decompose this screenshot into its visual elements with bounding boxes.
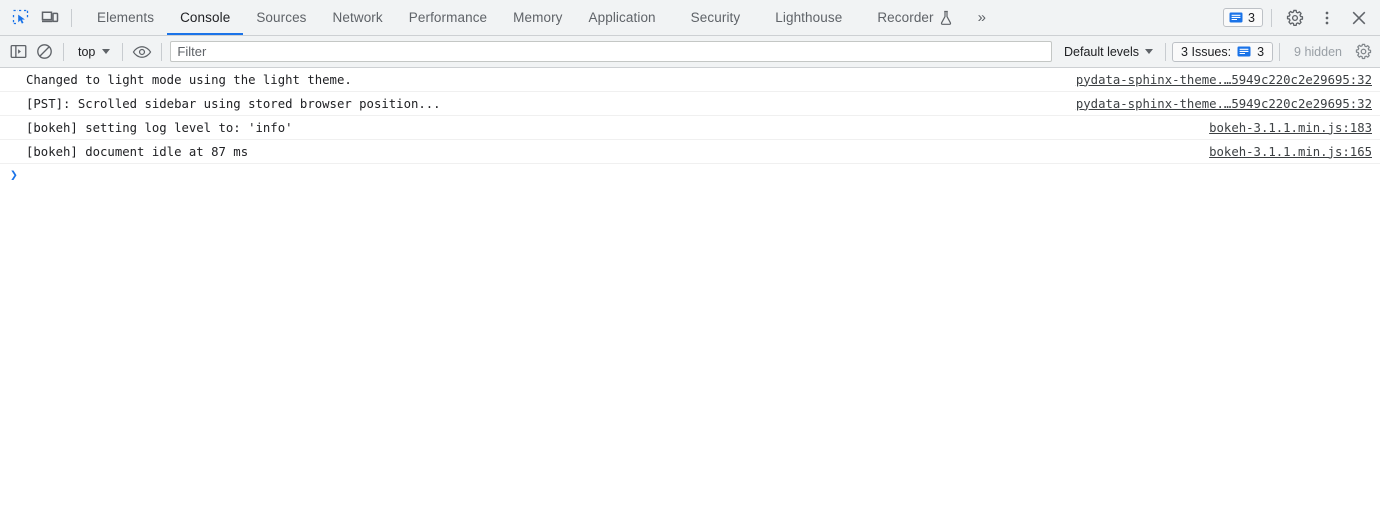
tab-label: Memory — [513, 10, 563, 25]
console-sidebar-icon[interactable] — [5, 40, 31, 64]
tabbar-divider — [71, 8, 72, 27]
tab-label: Performance — [408, 10, 488, 25]
issues-button[interactable]: 3 Issues: 3 — [1172, 41, 1274, 62]
toolbar-divider-2 — [122, 42, 124, 61]
tabbar-right-divider — [1271, 8, 1272, 27]
console-message-list[interactable]: Changed to light mode using the light th… — [0, 68, 1380, 508]
tab-memory[interactable]: Memory — [500, 0, 575, 35]
tab-label: Lighthouse — [775, 10, 843, 25]
tabbar-right-controls: 3 — [1223, 0, 1380, 35]
log-message: [bokeh] document idle at 87 ms — [26, 144, 249, 159]
close-icon[interactable] — [1345, 4, 1373, 32]
hidden-messages-count: 9 hidden — [1294, 44, 1342, 59]
message-count: 3 — [1248, 10, 1255, 25]
console-log-row[interactable]: [bokeh] document idle at 87 ms bokeh-3.1… — [0, 140, 1380, 164]
chevron-down-icon — [1145, 49, 1154, 54]
tab-lighthouse[interactable]: Lighthouse — [753, 0, 855, 35]
log-message: [bokeh] setting log level to: 'info' — [26, 120, 293, 135]
toolbar-divider-1 — [63, 42, 64, 61]
tab-label: Console — [180, 10, 231, 25]
tab-label: Application — [588, 10, 656, 25]
log-source-link[interactable]: pydata-sphinx-theme.…5949c220c2e29695:32 — [1075, 96, 1372, 111]
log-message: [PST]: Scrolled sidebar using stored bro… — [26, 96, 441, 111]
devtools-tabs: Elements Console Sources Network Perform… — [84, 0, 1223, 35]
console-toolbar: top Default levels 3 Issues: — [0, 36, 1380, 68]
toolbar-divider-3 — [161, 42, 163, 61]
gear-icon[interactable] — [1281, 4, 1309, 32]
toolbar-divider-4 — [1165, 42, 1167, 61]
prompt-chevron-icon: ❯ — [10, 167, 18, 183]
more-tabs-label: » — [977, 9, 987, 26]
console-log-row[interactable]: [PST]: Scrolled sidebar using stored bro… — [0, 92, 1380, 116]
log-levels-label: Default levels — [1064, 44, 1140, 59]
tabbar-left-icons — [0, 0, 78, 35]
tab-label: Elements — [97, 10, 155, 25]
tab-label: Recorder — [877, 10, 934, 25]
tab-application[interactable]: Application — [576, 0, 669, 35]
console-prompt[interactable]: ❯ — [0, 164, 1380, 186]
log-source-link[interactable]: bokeh-3.1.1.min.js:183 — [1209, 120, 1372, 135]
issues-count: 3 — [1257, 44, 1265, 59]
tab-label: Security — [690, 10, 741, 25]
device-toolbar-icon[interactable] — [36, 4, 64, 32]
execution-context-label: top — [78, 44, 96, 59]
tab-label: Sources — [256, 10, 307, 25]
kebab-menu-icon[interactable] — [1313, 4, 1341, 32]
tab-sources[interactable]: Sources — [243, 0, 319, 35]
console-log-row[interactable]: Changed to light mode using the light th… — [0, 68, 1380, 92]
message-count-badge[interactable]: 3 — [1223, 8, 1263, 27]
issues-label: 3 Issues: — [1181, 44, 1232, 59]
log-source-link[interactable]: pydata-sphinx-theme.…5949c220c2e29695:32 — [1075, 72, 1372, 87]
tab-recorder[interactable]: Recorder — [855, 0, 965, 35]
log-message: Changed to light mode using the light th… — [26, 72, 352, 87]
tab-elements[interactable]: Elements — [84, 0, 167, 35]
tab-security[interactable]: Security — [669, 0, 754, 35]
more-tabs-button[interactable]: » — [966, 0, 998, 35]
live-expression-eye-icon[interactable] — [129, 40, 155, 64]
tab-network[interactable]: Network — [320, 0, 396, 35]
log-source-link[interactable]: bokeh-3.1.1.min.js:165 — [1209, 144, 1372, 159]
tab-console[interactable]: Console — [167, 0, 244, 35]
speech-bubble-icon — [1237, 46, 1251, 58]
execution-context-selector[interactable]: top — [70, 41, 116, 63]
log-levels-dropdown[interactable]: Default levels — [1058, 41, 1159, 63]
flask-icon — [939, 10, 953, 26]
inspect-cursor-icon[interactable] — [6, 4, 34, 32]
clear-console-icon[interactable] — [31, 40, 57, 64]
devtools-tabbar: Elements Console Sources Network Perform… — [0, 0, 1380, 36]
tab-performance[interactable]: Performance — [396, 0, 500, 35]
chevron-down-icon — [102, 49, 111, 54]
filter-container — [170, 41, 1052, 62]
tab-label: Network — [332, 10, 383, 25]
console-log-row[interactable]: [bokeh] setting log level to: 'info' bok… — [0, 116, 1380, 140]
filter-input[interactable] — [170, 41, 1052, 62]
gear-icon[interactable] — [1350, 40, 1376, 64]
speech-bubble-icon — [1229, 12, 1243, 24]
toolbar-divider-5 — [1279, 42, 1281, 61]
